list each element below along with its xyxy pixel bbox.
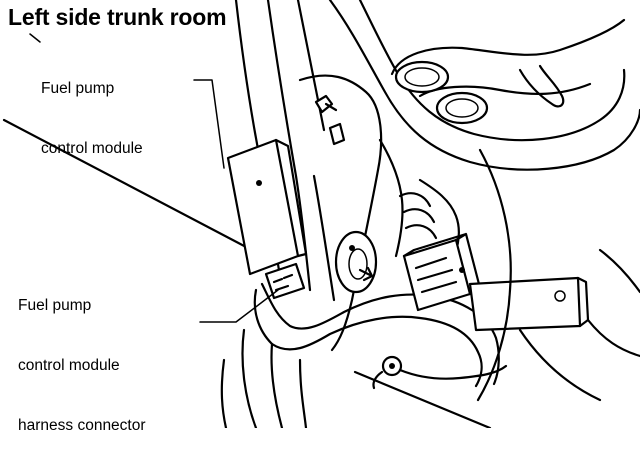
- connector-screw: [459, 267, 465, 273]
- wire-bundle-upper: [378, 138, 404, 258]
- grommet-bolt: [358, 266, 374, 282]
- right-body-contour-3: [518, 328, 602, 402]
- module-leader-line: [193, 79, 225, 169]
- diagram-title: Left side trunk room: [8, 4, 227, 30]
- lower-trim-line-2: [298, 358, 308, 428]
- bolt-upper-stem: [324, 102, 338, 112]
- connector-callout: Fuel pump control module harness connect…: [18, 256, 146, 456]
- bracket-plate: [468, 276, 582, 332]
- trunk-hinge-arm-inner: [358, 0, 626, 142]
- wiring-harness-lower-2: [270, 342, 284, 428]
- wiring-harness-main: [253, 288, 483, 388]
- lower-right-diagonal: [353, 370, 492, 428]
- connector-block-detail: [414, 256, 458, 294]
- connector-callout-line1: Fuel pump: [18, 297, 92, 314]
- ground-terminal-inner: [389, 363, 395, 369]
- oval-hole-lower: [435, 91, 489, 125]
- wire-wrap: [398, 192, 438, 240]
- body-panel-flange: [298, 74, 383, 352]
- module-callout-line2: control module: [41, 140, 143, 157]
- panel-grommet-inner: [348, 248, 368, 280]
- fuel-pump-control-module: [226, 138, 300, 276]
- lower-trim-line: [220, 358, 228, 428]
- title-leader-line: [29, 33, 41, 43]
- body-panel-outer: [296, 0, 326, 132]
- right-edge-curve: [598, 248, 640, 294]
- connector-callout-line3: harness connector: [18, 417, 146, 434]
- oval-hole-upper-inner: [404, 67, 440, 87]
- module-callout-line1: Fuel pump: [41, 80, 115, 97]
- bracket-hole: [554, 290, 566, 302]
- ground-wire: [398, 364, 508, 380]
- upper-left-diagonal: [2, 118, 250, 250]
- small-clip: [328, 122, 346, 146]
- module-mark: [256, 180, 262, 186]
- oval-hole-upper: [394, 60, 450, 94]
- panel-grommet: [334, 230, 378, 294]
- grommet-dot: [349, 245, 355, 251]
- right-body-contour: [476, 148, 512, 402]
- hinge-tab: [518, 64, 565, 108]
- right-body-contour-2: [586, 318, 640, 358]
- body-panel-flange-inner: [312, 174, 336, 302]
- connector-callout-line2: control module: [18, 357, 120, 374]
- hinge-upper-loop-inner: [418, 82, 592, 98]
- oval-hole-lower-inner: [445, 98, 479, 118]
- bracket-edge: [576, 276, 590, 328]
- wiring-harness-lower: [241, 328, 258, 428]
- hinge-upper-loop: [390, 18, 626, 76]
- connector-leader-line: [199, 289, 279, 323]
- wiring-harness-main-2: [260, 282, 500, 386]
- module-side: [274, 138, 308, 258]
- ground-wire-tail: [372, 370, 384, 390]
- trunk-hinge-arm: [328, 0, 640, 171]
- harness-connector: [264, 262, 306, 300]
- trunk-illustration: [2, 0, 640, 428]
- bolt-upper: [314, 94, 334, 114]
- module-callout: Fuel pump control module: [41, 39, 143, 179]
